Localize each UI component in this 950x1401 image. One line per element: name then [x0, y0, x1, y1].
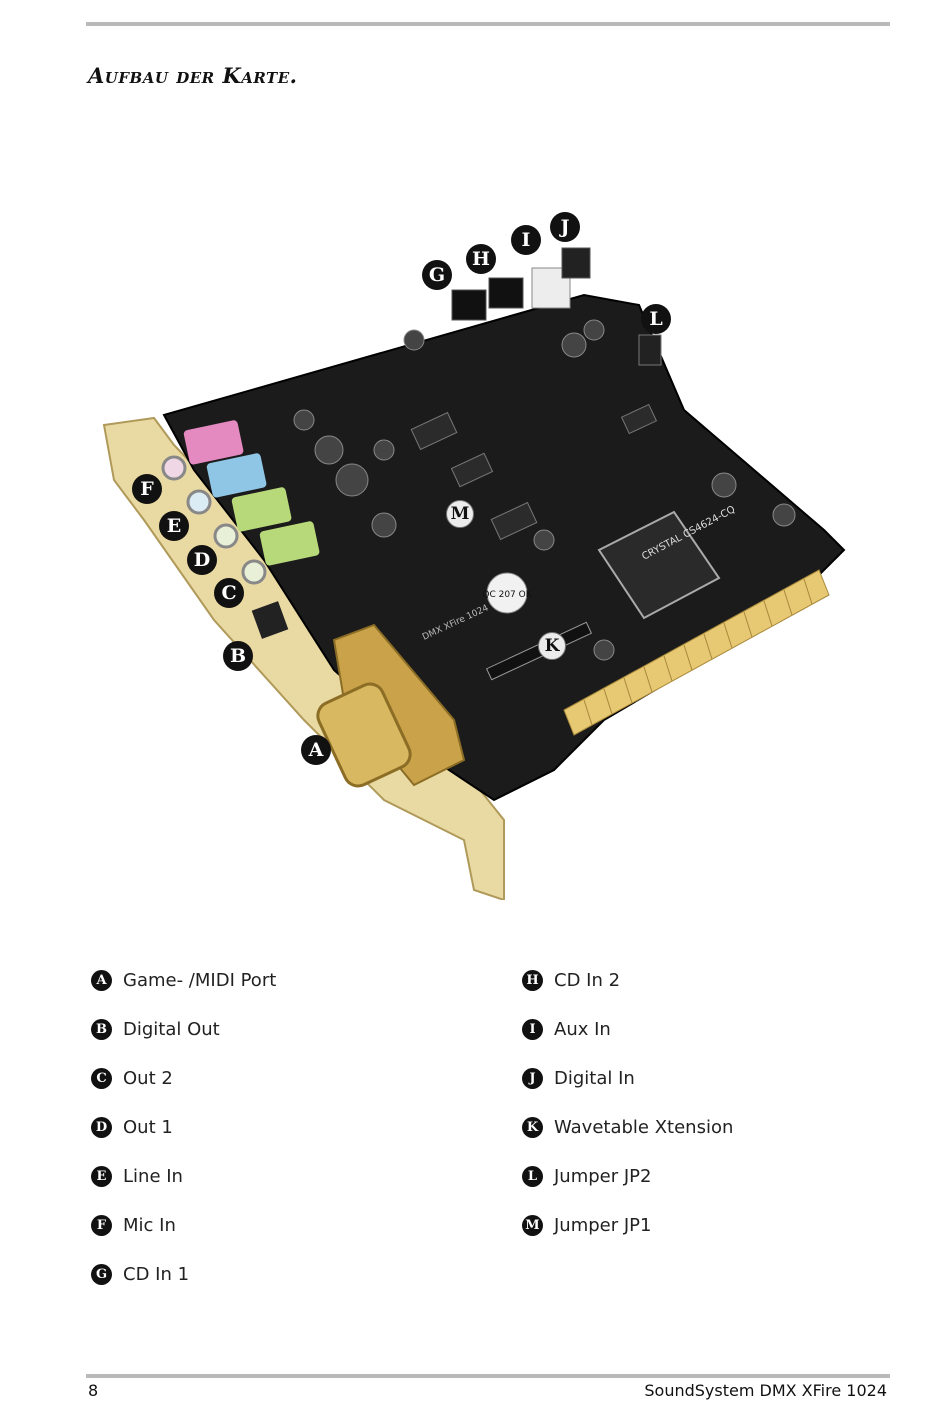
legend-label: Out 2: [123, 1067, 173, 1089]
pci-gold-edge: [563, 569, 830, 736]
legend-label: Digital Out: [123, 1018, 220, 1040]
legend-item-h: H CD In 2: [522, 967, 620, 993]
jack-opening-d: [213, 523, 239, 549]
legend-label: Wavetable Xtension: [554, 1116, 734, 1138]
callout-b: B: [223, 641, 253, 671]
capacitors: [293, 319, 796, 661]
callout-k: K: [538, 632, 566, 660]
legend-item-a: A Game- /MIDI Port: [91, 967, 276, 993]
legend-item-k: K Wavetable Xtension: [522, 1114, 733, 1140]
legend-label: Mic In: [123, 1214, 176, 1236]
legend-badge: M: [522, 1214, 543, 1236]
legend-label: Line In: [123, 1165, 183, 1187]
cd-in-1-header: [451, 289, 487, 321]
legend-item-i: I Aux In: [522, 1016, 611, 1042]
legend-label: Game- /MIDI Port: [123, 969, 277, 991]
legend-item-e: E Line In: [91, 1163, 183, 1189]
legend-badge: A: [91, 969, 112, 991]
pci-contacts: [583, 578, 813, 726]
legend-badge: B: [91, 1018, 112, 1040]
digital-out-connector: [251, 601, 289, 639]
digital-in-header: [561, 247, 591, 279]
page-number: 8: [88, 1381, 99, 1400]
jack-blue: [206, 453, 267, 498]
legend-badge: K: [522, 1116, 543, 1138]
top-rule: [86, 22, 890, 26]
callout-l: L: [641, 304, 671, 334]
legend-badge: L: [522, 1165, 543, 1187]
legend-badge: J: [522, 1067, 543, 1089]
legend-label: CD In 2: [554, 969, 621, 991]
legend-badge: H: [522, 969, 543, 991]
callout-h: H: [466, 244, 496, 274]
callout-c: C: [214, 578, 244, 608]
legend-item-m: M Jumper JP1: [522, 1212, 652, 1238]
callout-d: D: [187, 545, 217, 575]
legend-badge: C: [91, 1067, 112, 1089]
product-title: SoundSystem DMX XFire 1024: [644, 1381, 887, 1400]
callout-e: E: [159, 511, 189, 541]
jumper-jp2: [638, 334, 662, 366]
legend-item-f: F Mic In: [91, 1212, 176, 1238]
page-heading: Aufbau der Karte.: [88, 63, 298, 88]
legend-label: Jumper JP2: [554, 1165, 652, 1187]
legend-badge: I: [522, 1018, 543, 1040]
legend-item-b: B Digital Out: [91, 1016, 220, 1042]
legend-item-d: D Out 1: [91, 1114, 173, 1140]
legend-label: CD In 1: [123, 1263, 190, 1285]
small-ics: [410, 403, 658, 541]
callout-j: J: [550, 212, 580, 242]
callout-a: A: [301, 735, 331, 765]
legend-label: Jumper JP1: [554, 1214, 652, 1236]
callout-f: F: [132, 474, 162, 504]
legend-badge: E: [91, 1165, 112, 1187]
legend-label: Out 1: [123, 1116, 173, 1138]
callout-m: M: [446, 500, 474, 528]
qc-sticker-text: QC 207 OK: [482, 590, 532, 600]
legend-item-g: G CD In 1: [91, 1261, 189, 1287]
legend-label: Digital In: [554, 1067, 635, 1089]
legend-badge: D: [91, 1116, 112, 1138]
legend-item-c: C Out 2: [91, 1065, 173, 1091]
jack-pink: [183, 420, 244, 465]
jack-opening-e: [186, 489, 212, 515]
jack-opening-f: [161, 455, 187, 481]
jack-green-1: [231, 487, 292, 532]
game-port-dsub: [316, 682, 412, 788]
legend-badge: G: [91, 1263, 112, 1285]
legend-badge: F: [91, 1214, 112, 1236]
legend-item-l: L Jumper JP2: [522, 1163, 652, 1189]
callout-g: G: [422, 260, 452, 290]
bottom-rule: [86, 1374, 890, 1378]
qc-sticker: [486, 572, 528, 614]
cd-in-2-header: [488, 277, 524, 309]
legend-label: Aux In: [554, 1018, 611, 1040]
jack-opening-c: [241, 559, 267, 585]
sound-card-figure: CRYSTAL CS4624-CQ QC 207 OK DMX XFire 10…: [84, 200, 864, 902]
callout-i: I: [511, 225, 541, 255]
audio-chip: [597, 510, 721, 620]
jack-green-2: [259, 521, 320, 566]
legend-item-j: J Digital In: [522, 1065, 635, 1091]
sound-card-illustration: CRYSTAL CS4624-CQ QC 207 OK DMX XFire 10…: [102, 247, 846, 902]
